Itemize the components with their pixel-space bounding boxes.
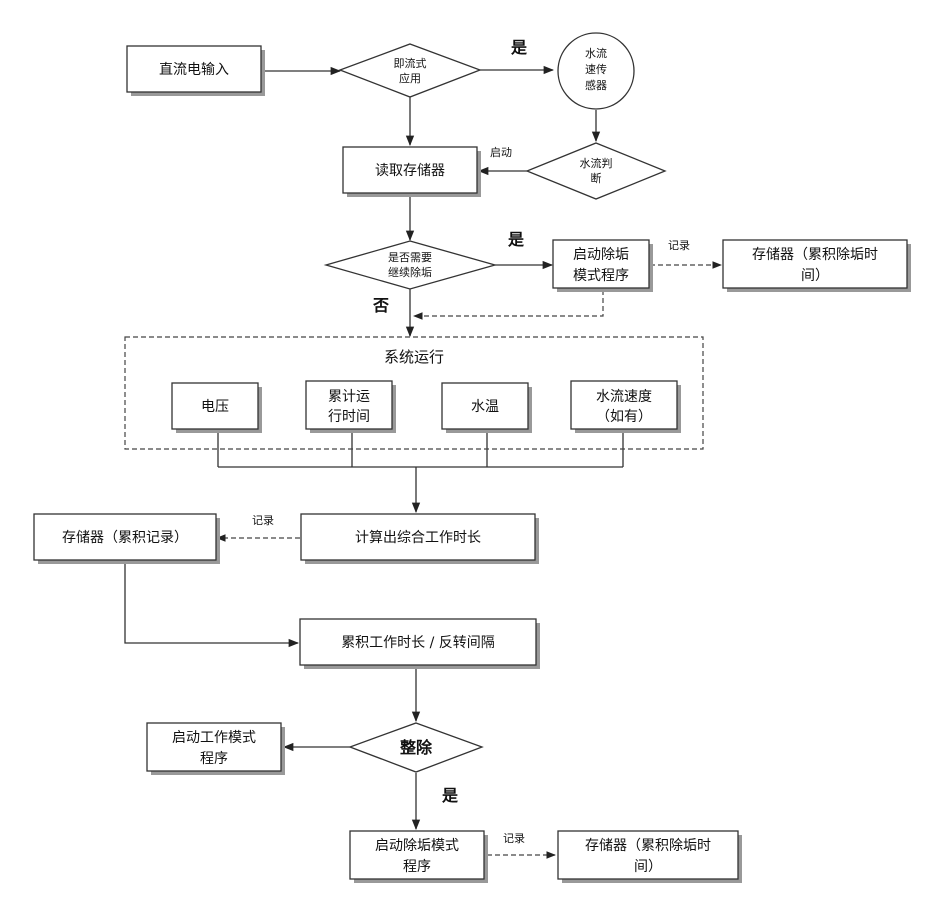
read-memory-label: 读取存储器 xyxy=(375,162,445,179)
need-descale-decision: 是否需要 继续除垢 xyxy=(326,241,495,289)
water-temp-box: 水温 xyxy=(442,383,532,433)
calc-work-time-box: 计算出综合工作时长 xyxy=(301,514,539,564)
edge-label-start: 启动 xyxy=(490,146,512,159)
memory-descale-1-line2: 间） xyxy=(801,268,829,284)
accum-ratio-label: 累积工作时长 / 反转间隔 xyxy=(341,635,495,651)
memory-descale-time-box-2: 存储器（累积除垢时 间） xyxy=(558,831,742,883)
instant-app-label-line2: 应用 xyxy=(399,71,421,85)
flow-sensor-line3: 感器 xyxy=(585,79,607,92)
flow-sensor-line1: 水流 xyxy=(585,46,607,60)
flow-speed-box: 水流速度 （如有） xyxy=(571,381,681,433)
descale-program-box-1: 启动除垢 模式程序 xyxy=(553,240,653,292)
work-program-line1: 启动工作模式 xyxy=(172,730,256,746)
divide-decision: 整除 xyxy=(350,723,482,772)
edge-label-no: 否 xyxy=(372,296,389,315)
dc-input-box: 直流电输入 xyxy=(127,46,265,96)
system-running-title: 系统运行 xyxy=(384,348,444,366)
flow-judge-line1: 水流判 xyxy=(580,156,613,170)
edge-label-yes-2: 是 xyxy=(507,230,524,249)
memory-descale-2-line1: 存储器（累积除垢时 xyxy=(585,838,711,854)
water-temp-label: 水温 xyxy=(471,399,499,415)
edge-label-record-1: 记录 xyxy=(668,239,690,252)
descale-program-1-line1: 启动除垢 xyxy=(573,247,629,263)
flow-sensor-node: 水流 速传 感器 xyxy=(558,33,634,109)
flow-sensor-line2: 速传 xyxy=(585,63,607,76)
memory-accum-label: 存储器（累积记录） xyxy=(62,530,188,546)
descale-program-2-line2: 程序 xyxy=(403,859,431,875)
descale-program-box-2: 启动除垢模式 程序 xyxy=(350,831,488,883)
memory-descale-2-line2: 间） xyxy=(634,859,662,875)
need-descale-line2: 继续除垢 xyxy=(388,265,432,279)
work-program-line2: 程序 xyxy=(200,751,228,767)
memory-accum-box: 存储器（累积记录） xyxy=(34,514,220,564)
instant-app-decision: 即流式 应用 xyxy=(340,44,480,97)
runtime-line2: 行时间 xyxy=(328,409,370,425)
edge-label-yes-1: 是 xyxy=(510,38,527,57)
divide-label: 整除 xyxy=(399,738,433,757)
descale-program-2-line1: 启动除垢模式 xyxy=(375,838,459,854)
voltage-box: 电压 xyxy=(172,383,262,433)
runtime-box: 累计运 行时间 xyxy=(306,381,396,433)
read-memory-box: 读取存储器 xyxy=(343,147,481,197)
runtime-line1: 累计运 xyxy=(328,389,370,405)
memory-descale-time-box-1: 存储器（累积除垢时 间） xyxy=(723,240,911,292)
flow-judge-decision: 水流判 断 xyxy=(527,143,665,199)
descale-program-1-line2: 模式程序 xyxy=(573,268,629,284)
need-descale-line1: 是否需要 xyxy=(388,251,432,264)
instant-app-label-line1: 即流式 xyxy=(394,56,427,70)
calc-work-time-label: 计算出综合工作时长 xyxy=(355,530,481,546)
memory-descale-1-line1: 存储器（累积除垢时 xyxy=(752,247,878,263)
accum-ratio-box: 累积工作时长 / 反转间隔 xyxy=(300,619,540,669)
edge-label-yes-3: 是 xyxy=(441,786,458,805)
edge-label-record-2: 记录 xyxy=(252,514,274,527)
flow-speed-line1: 水流速度 xyxy=(596,389,652,405)
dc-input-label: 直流电输入 xyxy=(159,61,229,78)
flow-judge-line2: 断 xyxy=(591,171,602,185)
work-program-box: 启动工作模式 程序 xyxy=(147,723,285,775)
flow-speed-line2: （如有） xyxy=(596,409,652,425)
voltage-label: 电压 xyxy=(201,399,229,415)
edge-label-record-3: 记录 xyxy=(503,832,525,845)
